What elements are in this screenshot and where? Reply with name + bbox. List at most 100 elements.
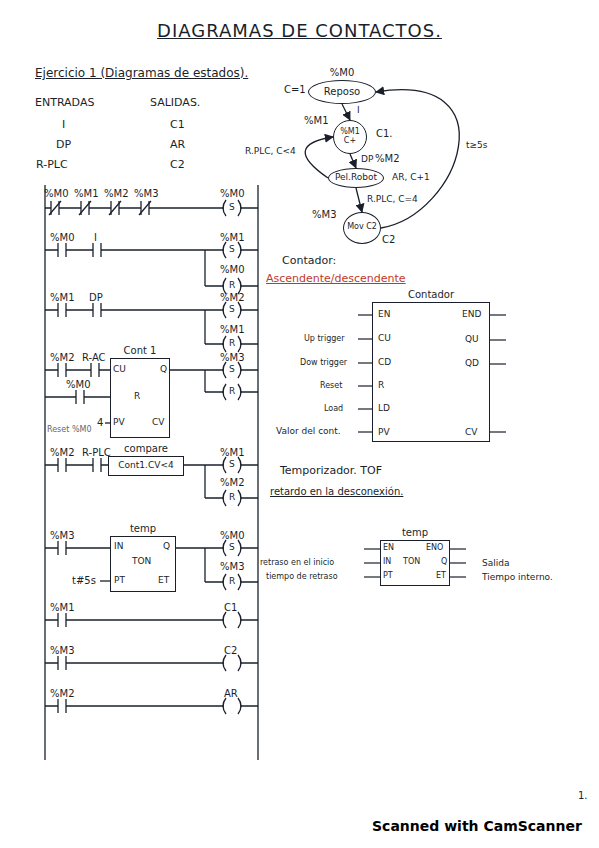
annotation-label: Contador: [282,254,336,267]
annotation-label: IN [114,541,123,552]
annotation-label: ET [158,575,169,586]
annotation-label: retraso en el inicio [260,558,334,568]
annotation-label: Dow trigger [300,358,347,368]
annotation-label: %M2 [220,292,245,304]
annotation-label: Tiempo interno. [482,572,553,583]
annotation-label: DP [56,138,71,151]
annotation-label: ENO [426,543,443,553]
annotation-label: %M2 [104,188,129,200]
annotation-label: S [229,542,235,553]
annotation-label: Ejercicio 1 (Diagramas de estados). [35,66,248,80]
annotation-label: PV [378,427,390,438]
annotation-label: %M0 [220,264,245,276]
function-block: Contador [372,302,490,442]
annotation-label: DP [89,292,103,304]
annotation-label: %M3 [220,352,245,364]
node-text: %M1 C+ [336,128,364,146]
state-circle: %M3Mov C2 [343,212,381,244]
annotation-label: S [229,244,235,255]
annotation-label: %M0 [50,232,75,244]
annotation-label: C2 [382,234,395,246]
annotation-label: AR, C+1 [392,172,430,183]
annotation-label: Reset %M0 [47,425,91,435]
annotation-label: %M1 [220,232,245,244]
annotation-label: C2 [224,645,237,657]
annotation-label: %M3 [50,530,75,542]
transition-label: DP [360,154,374,165]
annotation-label: I [94,232,97,244]
annotation-label: CU [113,364,126,375]
annotation-label: AR [224,688,238,700]
state-circle: %M1%M1 C+ [333,120,367,154]
node-heading: %M0 [330,67,355,79]
annotation-label: R [229,492,235,503]
annotation-label: QU [465,334,479,345]
annotation-label: %M2 [50,688,75,700]
annotation-label: S [229,459,235,470]
node-text: Cont1.CV<4 [111,461,181,471]
annotation-label: PT [383,571,393,581]
annotation-label: R [378,380,384,391]
node-heading: temp [402,527,428,539]
annotation-label: %M3 [220,561,245,573]
annotation-label: %M0 [44,188,69,200]
annotation-label: %M1 [220,447,245,459]
annotation-label: R-AC [82,352,106,364]
state-circle: %M0Reposo [308,80,376,104]
annotation-label: Up trigger [304,334,345,344]
annotation-label: %M2 [50,352,75,364]
transition-arrow [342,104,350,120]
annotation-label: LD [378,403,390,414]
annotation-label: R-PLC [36,158,68,171]
annotation-label: Ascendente/descendente [266,272,406,285]
node-heading: temp [130,523,156,535]
annotation-label: S [229,202,235,213]
annotation-label: %M0 [66,379,91,391]
annotation-label: Reset [320,381,342,391]
node-heading: Contador [408,289,454,301]
page-title: DIAGRAMAS DE CONTACTOS. [0,20,599,42]
annotation-label: AR [170,138,185,151]
annotation-label: tiempo de retraso [266,572,338,582]
annotation-label: Q [163,541,170,552]
annotation-label: C1 [170,118,185,131]
annotation-label: R-PLC [82,447,111,459]
transition-label: t≥5s [465,140,489,151]
annotation-label: I [62,118,65,131]
annotation-label: CV [465,427,477,438]
annotation-label: EN [383,543,394,553]
annotation-label: S [229,304,235,315]
annotation-label: END [462,309,481,320]
annotation-label: C2 [170,158,185,171]
annotation-label: TON [132,556,151,567]
annotation-label: CV [152,417,164,428]
annotation-label: IN [383,557,391,567]
annotation-label: ENTRADAS [35,96,94,109]
transition-label: R.PLC, C=4 [366,194,419,205]
transition-arrow [350,154,356,168]
annotation-label: R [229,280,235,291]
annotation-label: %M2 [220,477,245,489]
annotation-label: PT [114,575,125,586]
annotation-label: C1 [224,602,237,614]
annotation-label: CD [378,357,391,368]
state-circle: %M2Pel.Robot [328,168,384,188]
node-text: Mov C2 [346,223,378,232]
annotation-label: R [229,386,235,397]
node-text: Pel.Robot [331,173,381,183]
node-heading: %M2 [375,153,400,165]
annotation-label: Temporizador. TOF [280,464,382,477]
annotation-label: %M2 [50,447,75,459]
node-text: Reposo [311,86,373,97]
annotation-label: %M1 [220,324,245,336]
annotation-label: Salida [482,558,509,569]
transition-label: R.PLC, C<4 [244,146,297,157]
transition-arrow [376,90,459,228]
annotation-label: %M0 [220,530,245,542]
annotation-label: ET [436,571,446,581]
transition-arrow [356,188,362,212]
annotation-label: SALIDAS. [150,96,200,109]
annotation-label: 1. [578,790,588,802]
